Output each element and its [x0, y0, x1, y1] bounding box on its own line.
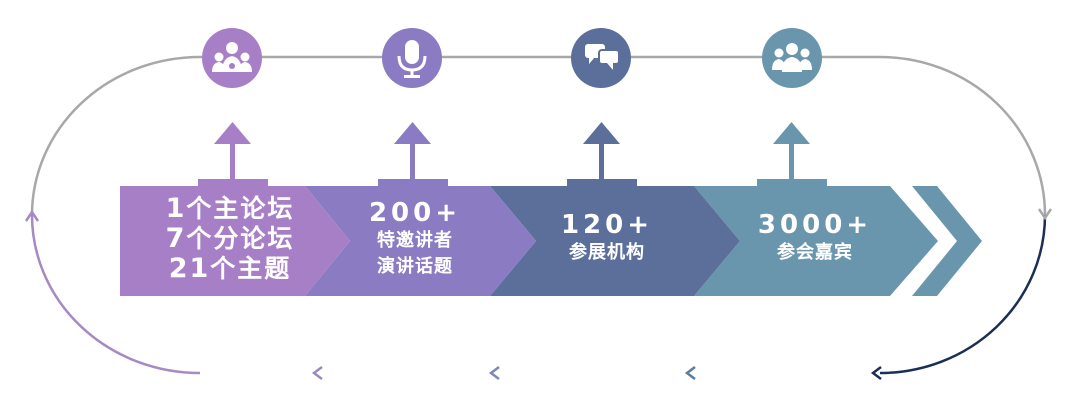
loop-arrow-bottom-1: [870, 366, 882, 380]
icon-forums: [202, 28, 262, 88]
speakers-value: 200+: [368, 198, 462, 228]
forums-line-3-text: 个主题: [210, 254, 292, 283]
icon-exhibitors: [571, 28, 631, 88]
forums-line-2-text: 个分论坛: [186, 224, 295, 253]
icon-guests: [762, 28, 822, 88]
stage-text-guests: 3000+ 参会嘉宾: [740, 210, 890, 266]
forums-line-1-text: 个主论坛: [186, 194, 295, 223]
chat-bubbles-icon: [585, 44, 620, 70]
tab-exhibitors: [567, 179, 637, 187]
guests-line-1: 参会嘉宾: [777, 242, 853, 263]
loop-arrow-bottom-4: [311, 366, 323, 380]
stage-text-forums: 1个主论坛 7个分论坛 21个主题: [150, 194, 310, 284]
exhibitors-line-1: 参展机构: [569, 242, 645, 263]
forums-line-2: 7个分论坛: [150, 224, 310, 254]
forums-line-2-num: 7: [165, 223, 187, 254]
stage-ribbon-speakers: [305, 186, 536, 296]
loop-left-arc-lower: [30, 214, 201, 375]
loop-arrow-bottom-2: [684, 366, 696, 380]
loop-left-arc-upper: [30, 55, 201, 216]
stage-ribbon-exhibitors: [490, 186, 740, 296]
loop-arrow-left: [24, 209, 40, 222]
stage-text-exhibitors: 120+ 参展机构: [532, 210, 682, 266]
tab-speakers: [378, 179, 448, 187]
stage-text-speakers: 200+ 特邀讲者 演讲话题: [340, 198, 490, 280]
icon-speakers: [382, 28, 442, 88]
loop-right-arc-lower: [879, 214, 1047, 375]
loop-right-arc-upper: [879, 55, 1047, 216]
speakers-line-2: 演讲话题: [377, 256, 453, 277]
up-arrow-speakers: [394, 122, 431, 181]
microphone-icon: [397, 40, 427, 78]
tab-guests: [757, 179, 827, 187]
forums-line-1-num: 1: [165, 193, 187, 224]
stage-ribbon-guests: [694, 186, 938, 296]
forums-line-3-num: 21: [168, 253, 211, 284]
speakers-line-1: 特邀讲者: [377, 230, 453, 251]
group-icon: [772, 43, 812, 72]
loop-arrow-bottom-3: [488, 366, 500, 380]
organization-icon: [212, 42, 252, 72]
up-arrow-exhibitors: [583, 122, 620, 181]
up-arrow-guests: [773, 122, 810, 181]
guests-value: 3000+: [757, 210, 873, 240]
stage-ribbon-forums: [120, 186, 350, 296]
forums-line-1: 1个主论坛: [150, 194, 310, 224]
end-chevron: [912, 186, 982, 296]
exhibitors-value: 120+: [560, 210, 654, 240]
up-arrow-forums: [214, 122, 251, 181]
loop-arrow-right: [1037, 208, 1053, 221]
tab-forums: [198, 179, 268, 187]
forums-line-3: 21个主题: [150, 254, 310, 284]
